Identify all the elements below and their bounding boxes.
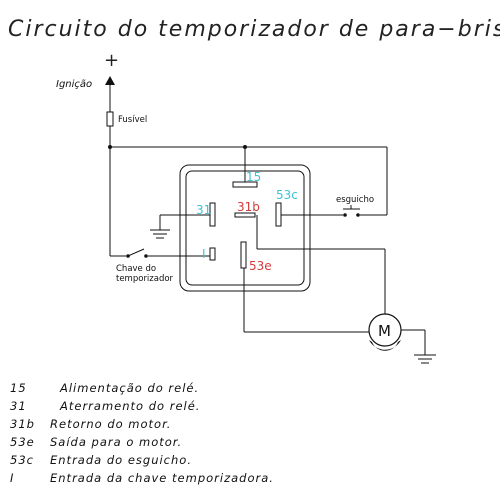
legend-desc: Alimentação do relé. [59,381,199,395]
timer-switch-label-1: Chave do [116,264,156,274]
legend-code: 53c [10,453,34,467]
legend: 15 Alimentação do relé. 31 Aterramento d… [10,381,274,485]
switch-contact [144,254,148,258]
ground-icon [150,229,170,239]
ignition-label: Ignição [56,79,92,90]
pin-I-terminal [209,247,216,261]
legend-desc: Retorno do motor. [50,417,171,431]
washer-label: esguicho [336,195,374,205]
pin-53e-label: 53e [249,259,272,273]
legend-code: 53e [10,435,35,449]
legend-code: 15 [10,381,27,395]
relay-body [179,164,311,292]
legend-desc: Entrada do esguicho. [50,453,192,467]
washer-contact [356,213,360,217]
motor-brush-icon [369,340,401,351]
relay-inner-border [185,170,305,286]
pin-31b-terminal [234,212,256,218]
motor-ground-icon [414,354,436,364]
legend-desc: Entrada da chave temporizadora. [50,471,274,485]
pin-31b-label: 31b [237,200,260,214]
pin-53e-terminal [240,241,247,269]
timer-switch-icon [127,248,145,257]
switch-contact [126,254,130,258]
legend-code: 31b [10,417,35,431]
pin-31-label: 31 [196,203,211,217]
legend-code: I [10,471,14,485]
plus-sign: + [104,50,119,71]
legend-desc: Saída para o motor. [50,435,182,449]
timer-switch-label-2: temporizador [116,274,174,284]
pin-I-label: I [202,247,206,261]
fuse-icon [106,111,114,127]
motor-label: M [378,322,391,340]
fuse-label: Fusível [118,115,147,125]
legend-code: 31 [10,399,27,413]
legend-desc: Aterramento do relé. [59,399,200,413]
pin-15-terminal [232,181,258,188]
pin-53c-terminal [275,202,282,227]
ignition-arrow-icon [105,76,115,85]
pin-53c-label: 53c [276,188,298,202]
pin-15-label: 15 [246,170,261,184]
washer-contact [343,213,347,217]
diagram-title: Circuito do temporizador de para−brisa [8,17,500,42]
washer-switch-icon [343,205,360,210]
